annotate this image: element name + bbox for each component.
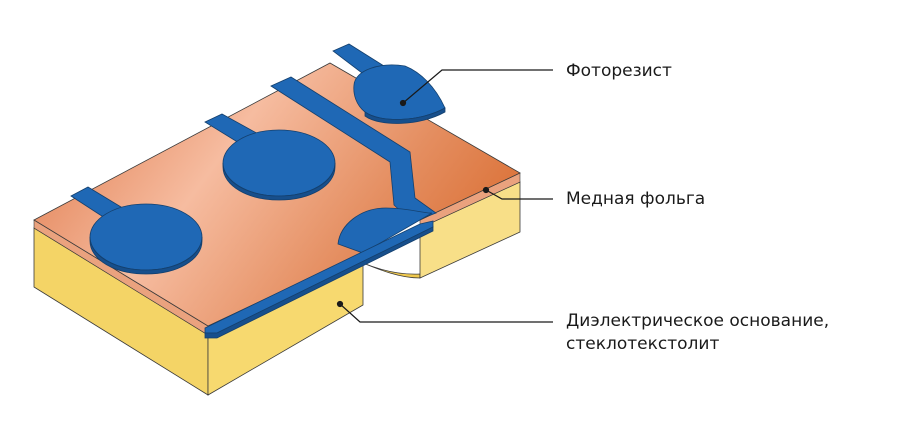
dielectric-notch-face [362, 262, 421, 279]
label-copper-foil: Медная фольга [566, 189, 706, 209]
photoresist-pad-middle-edge [222, 162, 336, 201]
leader-lines [336, 69, 553, 323]
photoresist-front-strip-edge [204, 226, 434, 339]
label-dielectric-line2: стеклотекстолит [566, 334, 720, 354]
photoresist-trace [270, 76, 437, 223]
photoresist-pattern [70, 43, 446, 339]
photoresist-pad-top-right [353, 64, 446, 120]
photoresist-pad-middle [222, 129, 336, 197]
leader-photoresist [402, 69, 553, 104]
label-dielectric-line1: Диэлектрическое основание, [566, 311, 830, 331]
photoresist-pad-left [89, 203, 203, 271]
photoresist-pad-left-edge [89, 236, 203, 275]
leader-photoresist-dot [399, 99, 407, 107]
photoresist-pad-front [337, 207, 433, 254]
leader-dielectric-dot [336, 300, 344, 308]
photoresist-pad-top-right-edge [364, 107, 446, 124]
leader-dielectric [339, 303, 553, 323]
label-dielectric: Диэлектрическое основание, стеклотекстол… [566, 310, 829, 356]
leader-copper [485, 189, 553, 200]
label-photoresist: Фоторезист [566, 61, 672, 81]
leader-copper-dot [482, 186, 490, 194]
dielectric-base [33, 181, 521, 396]
